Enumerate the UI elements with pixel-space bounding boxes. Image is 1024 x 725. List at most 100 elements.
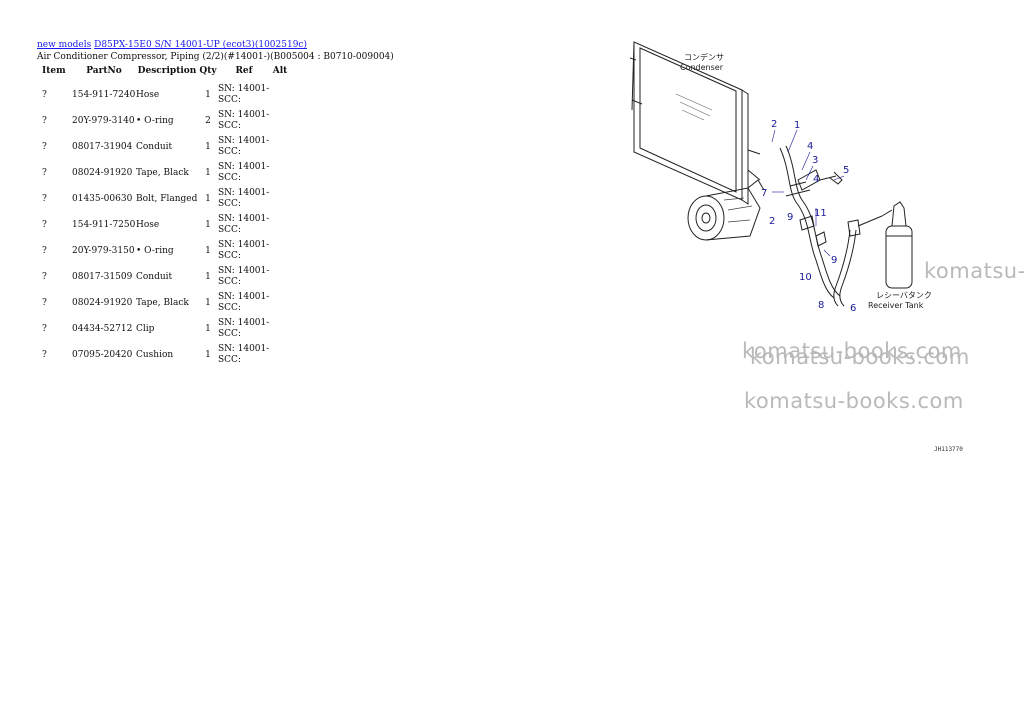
cell-description: Conduit	[136, 271, 173, 282]
hoses	[779, 145, 883, 307]
callout-7: 7	[761, 188, 767, 199]
cell-description: Cushion	[136, 349, 174, 360]
cell-item: ?	[42, 193, 47, 204]
ref-sn: SN: 14001-	[218, 266, 270, 276]
ref-sn: SN: 14001-	[218, 136, 270, 146]
cell-ref: SN: 14001-SCC:	[218, 212, 270, 238]
cell-ref: SN: 14001-SCC:	[218, 238, 270, 264]
ref-scc: SCC:	[218, 225, 241, 235]
cell-partno: 154-911-7240	[72, 89, 136, 100]
callout-4: 4	[807, 141, 813, 152]
cell-partno: 154-911-7250	[72, 219, 136, 230]
ref-sn: SN: 14001-	[218, 84, 270, 94]
cell-ref: SN: 14001-SCC:	[218, 134, 270, 160]
callout-9b: 9	[787, 212, 793, 223]
breadcrumb-model-link[interactable]: D85PX-15E0 S/N 14001-UP (ecot3)(1002519c…	[94, 40, 307, 50]
cell-partno: 08017-31904	[72, 141, 133, 152]
callout-2b: 2	[769, 216, 775, 227]
cell-item: ?	[42, 141, 47, 152]
watermark-3: komatsu-books.com	[744, 389, 964, 413]
cell-description: Conduit	[136, 141, 173, 152]
cell-item: ?	[42, 89, 47, 100]
cell-item: ?	[42, 245, 47, 256]
ref-sn: SN: 14001-	[218, 292, 270, 302]
ref-sn: SN: 14001-	[218, 240, 270, 250]
ref-scc: SCC:	[218, 147, 241, 157]
breadcrumb-new-models-link[interactable]: new models	[37, 40, 92, 50]
cell-description: Bolt, Flanged	[136, 193, 198, 204]
cell-description: Tape, Black	[136, 297, 189, 308]
compressor	[687, 179, 765, 241]
cell-item: ?	[42, 219, 47, 230]
diagram-labels: コンデンサ Condenser レシーバタンク Receiver Tank	[680, 52, 932, 310]
watermark-1: komatsu-books.com	[742, 339, 962, 363]
cell-ref: SN: 14001-SCC:	[218, 160, 270, 186]
ref-scc: SCC:	[218, 303, 241, 313]
parts-diagram: コンデンサ Condenser レシーバタンク Receiver Tank 1 …	[629, 41, 932, 314]
cell-qty: 1	[205, 219, 211, 230]
cell-ref: SN: 14001-SCC:	[218, 186, 270, 212]
callout-8: 8	[818, 300, 824, 311]
callout-9: 9	[831, 255, 837, 266]
ref-scc: SCC:	[218, 173, 241, 183]
ref-scc: SCC:	[218, 121, 241, 131]
ref-sn: SN: 14001-	[218, 188, 270, 198]
cell-description: Hose	[136, 89, 160, 100]
cell-qty: 1	[205, 271, 211, 282]
ref-scc: SCC:	[218, 95, 241, 105]
watermark-partial: komatsu-	[924, 259, 1024, 283]
cell-item: ?	[42, 115, 47, 126]
callout-5: 5	[843, 165, 849, 176]
cell-alt	[270, 290, 290, 316]
page-subtitle: Air Conditioner Compressor, Piping (2/2)…	[37, 52, 394, 62]
cell-description: Hose	[136, 219, 160, 230]
cell-partno: 08024-91920	[72, 167, 133, 178]
cell-qty: 1	[205, 349, 211, 360]
header-partno: PartNo	[86, 66, 122, 76]
cell-description: Tape, Black	[136, 167, 189, 178]
ref-sn: SN: 14001-	[218, 110, 270, 120]
cell-alt	[270, 108, 290, 134]
cell-alt	[270, 264, 290, 290]
ref-sn: SN: 14001-	[218, 214, 270, 224]
ref-sn: SN: 14001-	[218, 162, 270, 172]
ref-scc: SCC:	[218, 199, 241, 209]
cell-partno: 01435-00630	[72, 193, 133, 204]
condenser-jp-label: コンデンサ	[684, 52, 724, 62]
callout-3: 3	[812, 155, 818, 166]
cell-description: • O-ring	[136, 115, 174, 126]
ref-sn: SN: 14001-	[218, 318, 270, 328]
cell-qty: 2	[205, 115, 211, 126]
cell-alt	[270, 316, 290, 342]
header-qty: Qty	[199, 66, 217, 76]
header-ref: Ref	[235, 66, 253, 76]
cell-item: ?	[42, 271, 47, 282]
condenser-en-label: Condenser	[680, 63, 724, 72]
cell-partno: 20Y-979-3150	[72, 245, 135, 256]
cell-alt	[270, 186, 290, 212]
cell-ref: SN: 14001-SCC:	[218, 108, 270, 134]
callout-1: 1	[794, 120, 800, 131]
cell-alt	[270, 160, 290, 186]
diagram-code: JH113770	[934, 446, 963, 453]
condenser	[629, 41, 761, 205]
receiver-tank	[881, 201, 913, 289]
ref-scc: SCC:	[218, 329, 241, 339]
leader-lines	[771, 129, 845, 257]
receiver-jp-label: レシーバタンク	[876, 291, 932, 300]
breadcrumb: new models D85PX-15E0 S/N 14001-UP (ecot…	[37, 40, 557, 51]
callout-6: 6	[850, 303, 856, 314]
cell-ref: SN: 14001-SCC:	[218, 316, 270, 342]
cell-ref: SN: 14001-SCC:	[218, 290, 270, 316]
cell-partno: 07095-20420	[72, 349, 133, 360]
header-item: Item	[42, 66, 66, 76]
cell-ref: SN: 14001-SCC:	[218, 264, 270, 290]
